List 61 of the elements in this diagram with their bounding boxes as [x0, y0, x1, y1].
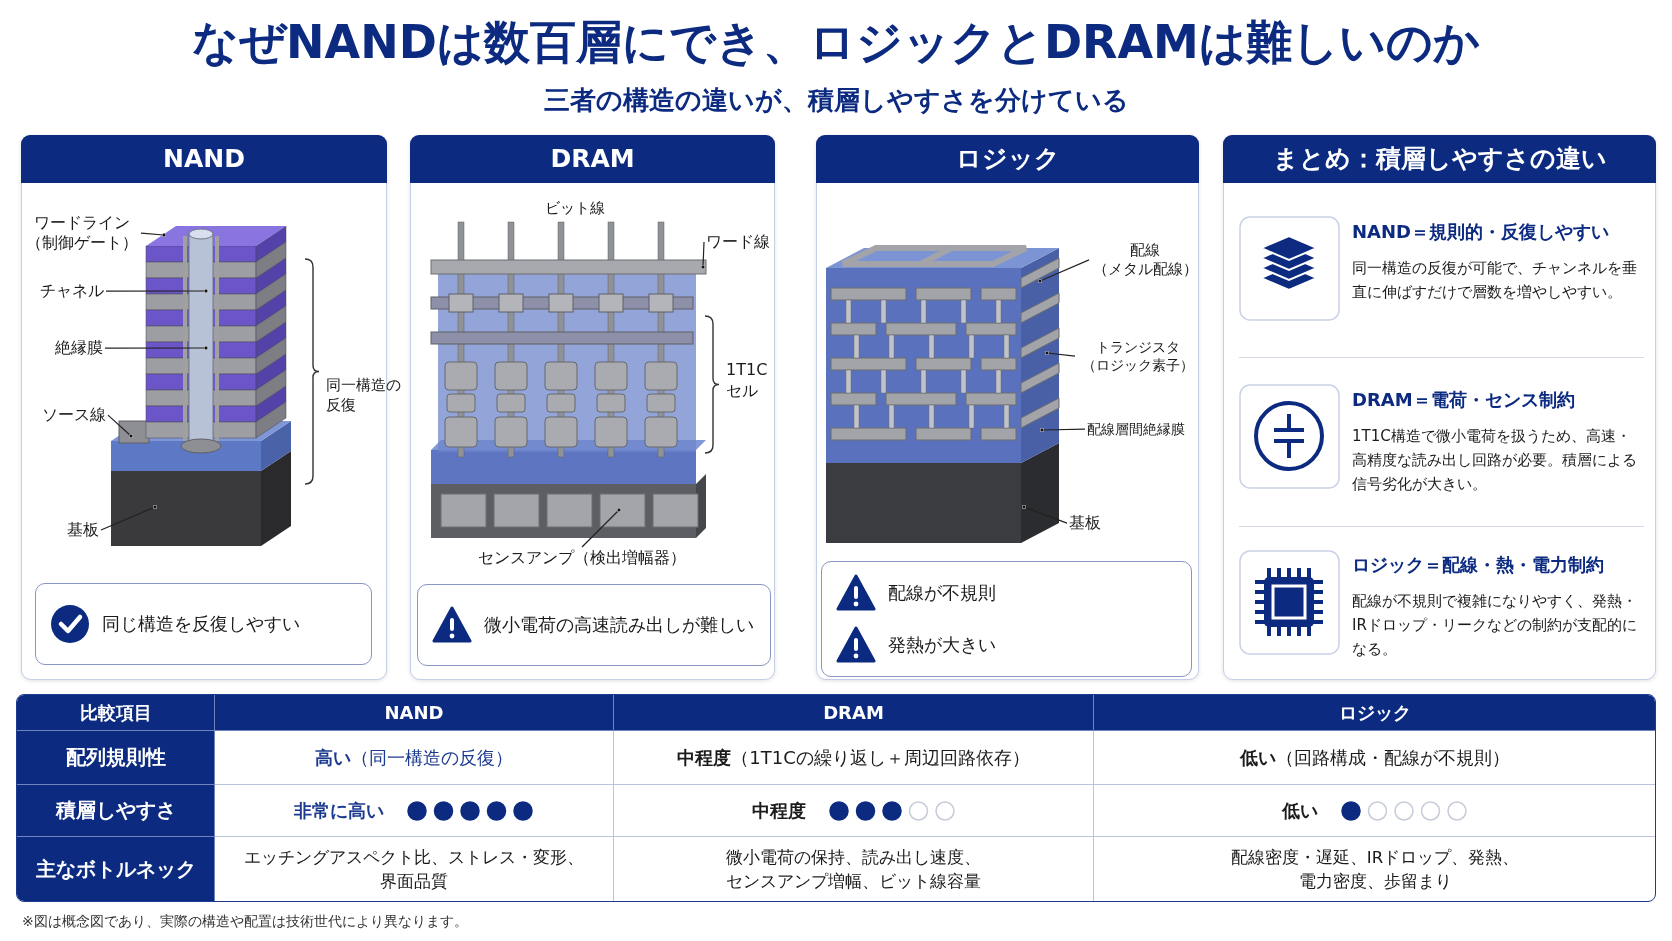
table-value: エッチングアスペクト比、ストレス・変形、界面品質	[243, 846, 585, 893]
summary-heading: NAND＝規則的・反復しやすい	[1352, 220, 1610, 244]
subtitle: 三者の構造の違いが、積層しやすさを分けている	[542, 84, 1130, 117]
rating-text: 低い	[1282, 798, 1318, 823]
panel-header: NAND	[21, 135, 387, 183]
table-value: 高い（同一構造の反復）	[315, 745, 513, 770]
panel	[816, 135, 1199, 680]
callout-label: トランジスタ（ロジック素子）	[1077, 338, 1199, 375]
panel	[410, 135, 775, 680]
summary-heading: DRAM＝電荷・センス制約	[1352, 388, 1576, 412]
callout-label: ワード線	[706, 232, 770, 253]
callout-label: センスアンプ（検出増幅器）	[478, 548, 686, 569]
note-text: 発熱が大きい	[888, 634, 996, 657]
rating-text: 中程度	[751, 798, 806, 823]
callout-label: ワードライン（制御ゲート）	[25, 213, 139, 254]
leader-line	[1037, 259, 1090, 284]
bracket-label: 1T1Cセル	[726, 360, 769, 402]
summary-text: 配線が不規則で複雑になりやすく、発熱・IRドロップ・リークなどの制約が支配的になる。	[1352, 591, 1638, 660]
callout-label: ソース線	[42, 405, 106, 426]
table-value: 配線密度・遅延、IRドロップ、発熱、電力密度、歩留まり	[1229, 846, 1521, 893]
panel-header: まとめ：積層しやすさの違い	[1223, 135, 1656, 183]
column-header: DRAM	[614, 695, 1094, 731]
column-header: ロジック	[1094, 695, 1655, 731]
note-text: 微小電荷の高速読み出しが難しい	[484, 614, 754, 637]
footnote: ※図は概念図であり、実際の構造や配置は技術世代により異なります。	[22, 913, 468, 931]
leader-line	[140, 232, 167, 238]
callout-label: ビット線	[545, 199, 605, 219]
note-box	[821, 561, 1192, 677]
row-header: 積層しやすさ	[17, 785, 215, 837]
panel-header: ロジック	[816, 135, 1199, 183]
note-box	[35, 583, 372, 665]
leader-line	[700, 241, 706, 270]
table-value: 微小電荷の保持、読み出し速度、センスアンプ増幅、ビット線容量	[725, 846, 982, 893]
callout-label: 絶縁膜	[55, 338, 103, 359]
table-value: 中程度（1T1Cの繰り返し＋周辺回路依存）	[677, 745, 1030, 770]
leader-line	[107, 414, 134, 439]
summary-text: 同一構造の反復が可能で、チャンネルを垂直に伸ばすだけで層数を増やしやすい。	[1352, 258, 1638, 303]
leader-line	[104, 345, 209, 351]
column-header: NAND	[215, 695, 614, 731]
leader-line	[105, 288, 209, 294]
callout-label: 基板	[1069, 513, 1101, 534]
note-box	[417, 584, 771, 666]
title: なぜNANDは数百層にでき、ロジックとDRAMは難しいのか	[191, 14, 1481, 71]
row-header: 主なボトルネック	[17, 837, 215, 901]
row-header: 配列規則性	[17, 731, 215, 785]
column-header: 比較項目	[17, 695, 215, 731]
callout-label: 配線（メタル配線）	[1091, 241, 1199, 279]
table-value: 低い（回路構成・配線が不規則）	[1240, 745, 1510, 770]
callout-label: チャネル	[40, 281, 104, 302]
panel	[21, 135, 387, 680]
note-text: 同じ構造を反復しやすい	[102, 613, 300, 636]
bracket-label: 同一構造の反復	[326, 376, 402, 415]
leader-line	[1044, 350, 1076, 357]
summary-heading: ロジック＝配線・熱・電力制約	[1352, 553, 1605, 577]
callout-label: 基板	[67, 520, 99, 541]
note-text: 配線が不規則	[888, 582, 996, 605]
callout-label: 配線層間絶縁膜	[1087, 420, 1185, 439]
panel-header: DRAM	[410, 135, 775, 183]
summary-text: 1T1C構造で微小電荷を扱うため、高速・高精度な読み出し回路が必要。積層による信号劣化が大きい。	[1352, 426, 1638, 495]
rating-text: 非常に高い	[294, 798, 384, 823]
leader-line	[1039, 427, 1086, 433]
